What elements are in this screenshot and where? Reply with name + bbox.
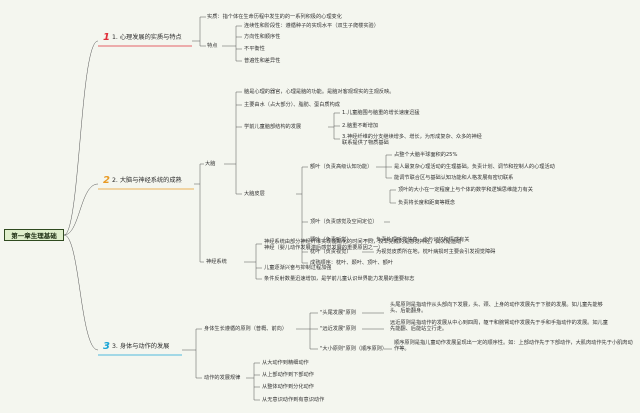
node-danao[interactable]: 大脑 xyxy=(205,161,216,167)
node-guilv-item[interactable]: 从大动作到精细动作 xyxy=(262,360,309,366)
node-tou-desc[interactable]: 头尾原则是指动作从头部向下发展，头、颈、上身的动作发展先于下肢的发展。如儿童先能… xyxy=(390,302,603,314)
node-tedian[interactable]: 特点 xyxy=(207,43,218,49)
node-eye[interactable]: 额叶（负责高级认知功能） xyxy=(310,164,373,170)
node-tedian-item[interactable]: 连续性和阶段性：遵循种子的实现水平（双生子爬楼实验） xyxy=(244,23,379,29)
node-zhenye2[interactable]: 枕叶（负责视觉） xyxy=(310,249,352,255)
node-eye-item[interactable]: 占整个大脑半球面积的25% xyxy=(394,152,458,158)
node-eye-item[interactable]: 是人最复杂心理活动的生理基础。负责计划、调节和控制人的心理活动 xyxy=(394,164,555,170)
root-node[interactable]: 第一章生理基础 xyxy=(4,229,64,241)
node-zhenye[interactable]: 颞叶（负责听觉） xyxy=(310,237,352,243)
node-tedian-item[interactable]: 不平衡性 xyxy=(244,46,265,52)
node-shenjing[interactable]: 神经系统 xyxy=(206,259,227,265)
branch-label: 1. 心理发展的实质与特点 xyxy=(111,34,182,41)
node-shenjing-item[interactable]: 神经系统由部分神经纤维实现髓鞘化的时间不同，较早完成的是感觉神经，其次是运动神经… xyxy=(264,239,462,251)
branch-number: 3 xyxy=(103,341,110,352)
node-xueling-item[interactable]: 2.脑重不断增加 xyxy=(342,123,379,129)
branch-number: 1 xyxy=(103,32,110,43)
node-shunxu[interactable]: 成熟顺序：枕叶、颞叶、顶叶、额叶 xyxy=(310,260,394,266)
branch-number: 2 xyxy=(103,175,110,186)
node-guilv[interactable]: 动作的发展规律 xyxy=(204,375,241,381)
node-yuanze[interactable]: 身体生长遵循的原则（普概、前向） xyxy=(204,326,288,332)
node-dingye-item[interactable]: 负责将长度和距离等概念 xyxy=(398,200,456,206)
node-piceng[interactable]: 大脑皮层 xyxy=(244,191,265,197)
node-eye-item[interactable]: 能调节联合区与基础认知功能和人格发展有密切联系 xyxy=(394,175,514,181)
node-zhenye-desc[interactable]: 负责处理听觉信息，也与记忆和情感有关 xyxy=(376,237,470,243)
node-tedian-item[interactable]: 方向性和顺序性 xyxy=(244,34,281,40)
node-daxiao[interactable]: "大小原则"原则（顺序原则） xyxy=(320,346,388,352)
node-guilv-item[interactable]: 从整体动作到分化动作 xyxy=(262,384,314,390)
branch-label: 2. 大脑与神经系统的成熟 xyxy=(111,177,182,184)
node-zhenye2-desc[interactable]: 为视觉皮质所在地，枕叶病损时主要会引发视觉障碍 xyxy=(376,249,496,255)
node-danao-desc[interactable]: 脑是心理的器官，心理是脑的功能。是脑对客观现实的主观反映。 xyxy=(244,89,395,95)
node-yuan[interactable]: "远近发展"原则 xyxy=(320,326,356,332)
node-guilv-item[interactable]: 从上部动作到下部动作 xyxy=(262,372,314,378)
node-yuan-desc[interactable]: 远近原则是指动作的发展从中心到四周，躯干和腕臂动作发展先于手和手指动作的发展。如… xyxy=(390,320,608,332)
node-danao-desc[interactable]: 主要由水（占大部分）、脂肪、蛋白质构成 xyxy=(244,102,340,108)
node-dingye-item[interactable]: 顶叶的大小在一定程度上与个体的数学和逻辑思维能力有关 xyxy=(398,187,533,193)
node-shenjing-item[interactable]: 条件反射数量迅速增加，是学前儿童认识世界能力发展的重要标志 xyxy=(264,276,415,282)
node-tou[interactable]: "头尾发展"原则 xyxy=(320,310,356,316)
node-dingye[interactable]: 顶叶（负责感觉及空间定位） xyxy=(310,219,378,225)
node-shenjing-item[interactable]: 儿童逐渐兴奋与抑制过程加强 xyxy=(264,265,332,271)
branch-label: 3. 身体与动作的发展 xyxy=(111,343,170,350)
node-xueling-item[interactable]: 1.儿童脑围与脑重的增长速度迅猛 xyxy=(342,110,420,116)
node-daxiao-desc[interactable]: 顺序原则是指儿童动作发展呈现出一定的顺序性。如：上部动作先于下部动作，大肌肉动作… xyxy=(394,340,633,352)
node-xueling-item[interactable]: 3.神经纤维的分支继续增多、增长，为形成复杂、众多的神经联系提供了物质基础 xyxy=(342,134,482,146)
node-tedian-item[interactable]: 普遍性和差异性 xyxy=(244,58,281,64)
node-xueling[interactable]: 学前儿童脑部结构的发展 xyxy=(244,124,302,130)
node-shizhi[interactable]: 实质：指个体在生命历程中发生的的一系列积极的心理变化 xyxy=(207,14,342,20)
node-guilv-item[interactable]: 从无意识动作到有意识动作 xyxy=(262,397,325,403)
